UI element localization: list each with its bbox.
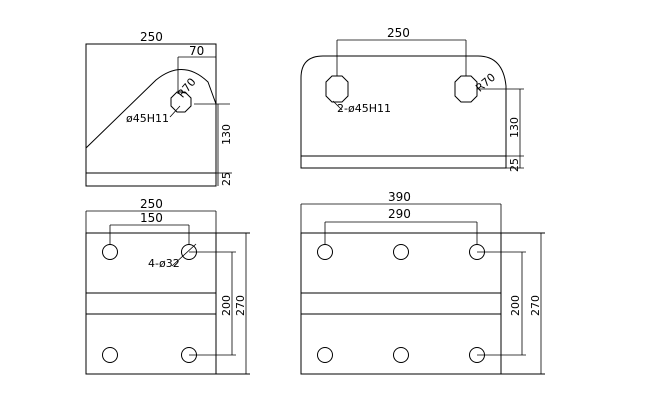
br-hole-5 xyxy=(393,347,409,363)
tl-hole-label: ø45H11 xyxy=(126,112,169,125)
tr-hole-right xyxy=(454,75,478,103)
bl-holes-label: 4-ø32 xyxy=(148,257,180,270)
br-dim-290-label: 290 xyxy=(388,207,411,221)
tl-hole-leader xyxy=(169,105,181,118)
bl-hole-3 xyxy=(102,347,118,363)
tl-hole xyxy=(170,91,192,113)
tl-profile-curve xyxy=(85,69,217,149)
tr-hole-left xyxy=(325,75,349,103)
tr-holes-label: 2-ø45H11 xyxy=(337,102,391,115)
tr-outline xyxy=(300,55,507,169)
bl-dim-200-label: 200 xyxy=(220,295,233,316)
bl-dim-250-label: 250 xyxy=(140,197,163,211)
bl-outline xyxy=(85,232,217,375)
tr-dim-250-label: 250 xyxy=(387,26,410,40)
tl-dim-25-label: 25 xyxy=(220,172,233,186)
tl-dim-130-label: 130 xyxy=(220,124,233,145)
view-bottom-left: 250 150 4-ø32 200 270 xyxy=(85,197,250,375)
view-top-right: 250 R70 2-ø45H11 130 25 xyxy=(300,26,524,172)
tr-dim-25-label: 25 xyxy=(508,158,521,172)
tr-hole-leader xyxy=(332,100,343,111)
tl-radius-label: R70 xyxy=(175,76,199,101)
br-outline xyxy=(300,232,502,375)
br-dim-390-label: 390 xyxy=(388,190,411,204)
br-hole-2 xyxy=(393,244,409,260)
bl-dim-270-label: 270 xyxy=(234,295,247,316)
bl-hole-leader xyxy=(171,243,197,267)
bl-hole-1 xyxy=(102,244,118,260)
view-top-left: 250 70 R70 ø45H11 130 25 xyxy=(85,30,233,187)
br-dim-270-label: 270 xyxy=(529,295,542,316)
tr-dim-130-label: 130 xyxy=(508,117,521,138)
view-bottom-right: 390 290 200 270 xyxy=(300,190,545,375)
tl-dim-250-label: 250 xyxy=(140,30,163,44)
br-hole-1 xyxy=(317,244,333,260)
tl-dim-70-label: 70 xyxy=(189,44,204,58)
bl-dim-150-label: 150 xyxy=(140,211,163,225)
br-hole-4 xyxy=(317,347,333,363)
br-dim-200-label: 200 xyxy=(509,295,522,316)
